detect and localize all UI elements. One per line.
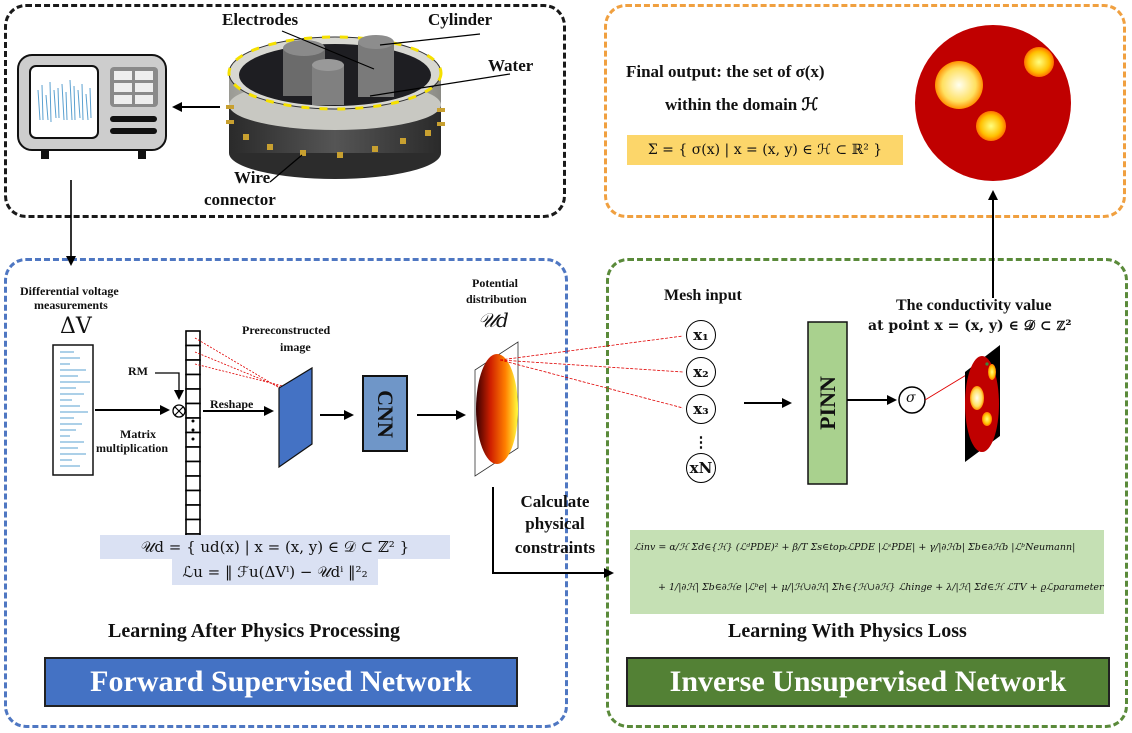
cnn-block (362, 375, 408, 452)
inverse-loss-formula-line1: ℒinv = α/ℋ Σd∈{ℋ} (ℒᵈPDE)² + β/T Σs∈topₜ… (634, 542, 1076, 553)
conductivity-label-line2: at point x = (x, y) ∈ 𝒟 ⊂ ℤ² (868, 318, 1072, 334)
ellipsis-dot (191, 419, 195, 423)
mesh-node: x₂ (686, 357, 716, 387)
label-wire: Wire (234, 168, 271, 187)
vector-cell (185, 330, 201, 347)
vector-column (185, 330, 201, 564)
vector-cell (185, 460, 201, 477)
vector-cell (185, 518, 201, 535)
label-cylinder: Cylinder (428, 10, 493, 29)
label-potential: Potential (472, 276, 518, 290)
vector-cell (185, 402, 201, 419)
cnn-label: CNN (373, 389, 399, 438)
label-differential-voltage: Differential voltage (20, 284, 119, 298)
wire-connector-leader-line (269, 154, 303, 183)
inverse-subtitle: Learning With Physics Loss (728, 620, 967, 642)
vector-cell (185, 504, 201, 521)
delta-v-signal-plot (52, 344, 94, 476)
label-distribution: distribution (466, 292, 527, 306)
sigma-symbol: σ (906, 390, 916, 406)
conductivity-slice-image (965, 345, 1000, 462)
mesh-node: x₃ (686, 394, 716, 424)
output-title-line1: Final output: the set of σ(x) (626, 62, 825, 81)
label-image: image (280, 340, 311, 354)
forward-potential-formula: 𝒰d = { ud(x) | x = (x, y) ∈ 𝒟 ⊂ ℤ² } (100, 535, 450, 559)
label-prereconstructed: Prereconstructed (242, 323, 331, 337)
phantom-tank-image (226, 30, 511, 183)
label-water: Water (488, 56, 534, 75)
forward-network-banner: Forward Supervised Network (44, 657, 518, 707)
final-conductivity-image (915, 25, 1071, 181)
inverse-loss-formula-box: ℒinv = α/ℋ Σd∈{ℋ} (ℒᵈPDE)² + β/T Σs∈topₜ… (630, 530, 1104, 614)
inverse-network-panel (606, 258, 1128, 728)
mesh-node: x₁ (686, 320, 716, 350)
hardware-panel (4, 4, 566, 218)
output-title-line2: within the domain ℋ (665, 95, 819, 114)
arrow-physical-constraints (492, 487, 614, 578)
vector-cell (185, 359, 201, 376)
prereconstructed-image (278, 366, 313, 469)
vector-cell (185, 475, 201, 492)
label-rm: RM (128, 364, 148, 378)
output-panel (604, 4, 1126, 218)
label-calculate: Calculate (520, 492, 590, 511)
conductivity-label-line1: The conductivity value (896, 297, 1052, 314)
ellipsis-dot (191, 437, 195, 441)
ellipsis-dot (191, 428, 195, 432)
pinn-block (807, 321, 848, 485)
arrow-rm (155, 372, 184, 400)
label-physical: physical (525, 514, 585, 533)
forward-subtitle: Learning After Physics Processing (108, 620, 401, 642)
inverse-loss-formula-line2: + 1/|∂ℋ| Σb∈∂ℋe |ℒᵇe| + μ/|ℋ∪∂ℋ| Σh∈{ℋ∪∂… (658, 582, 1104, 593)
mesh-input-label: Mesh input (664, 287, 742, 304)
electrodes-leader-line (281, 30, 375, 70)
vector-cell (185, 373, 201, 390)
reshape-mapping-lines (194, 337, 288, 391)
label-measurements: measurements (34, 298, 108, 312)
water-leader-line (369, 73, 511, 97)
label-constraints: constraints (514, 538, 596, 557)
mesh-sampling-lines (499, 335, 684, 409)
label-connector: connector (204, 190, 276, 209)
label-electrodes: Electrodes (222, 10, 299, 29)
inverse-network-banner: Inverse Unsupervised Network (626, 657, 1110, 707)
vector-cell (185, 388, 201, 405)
output-set-formula: Σ = { σ(x) | x = (x, y) ∈ ℋ ⊂ ℝ² } (627, 135, 903, 165)
forward-loss-formula: ℒu = ‖ ℱu(ΔVⁱ) − 𝒰dⁱ ‖²₂ (172, 559, 378, 585)
forward-network-panel (4, 258, 568, 728)
label-matrix: Matrix (120, 427, 156, 441)
label-multiplication: multiplication (96, 441, 169, 455)
potential-distribution-image (474, 341, 519, 477)
mesh-ellipsis: ⋮ (693, 433, 709, 451)
mesh-node: xN (686, 453, 716, 483)
vector-cell (185, 489, 201, 506)
multiply-operator-icon (172, 404, 186, 418)
cylinder-leader-line (379, 33, 481, 46)
label-reshape: Reshape (210, 397, 254, 411)
vector-cell (185, 446, 201, 463)
delta-v-symbol: ΔV (60, 314, 92, 339)
pinn-label: PINN (814, 376, 840, 430)
potential-symbol: 𝒰d (478, 308, 509, 332)
measurement-device-icon (17, 54, 167, 159)
vector-cell (185, 344, 201, 361)
